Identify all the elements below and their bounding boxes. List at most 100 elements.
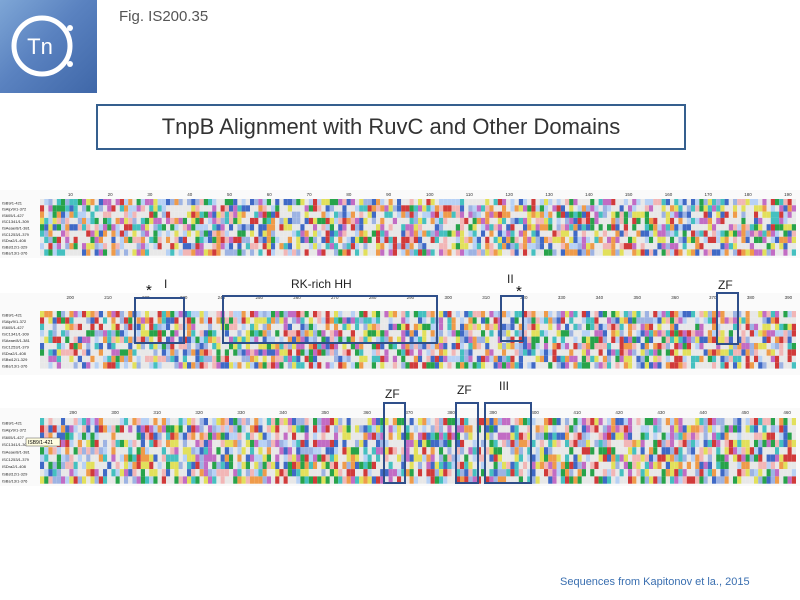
residue-cell: [157, 343, 162, 350]
residue-cell: [279, 224, 284, 231]
residue-cell: [577, 461, 582, 470]
residue-cell: [355, 447, 360, 455]
residue-cell: [502, 336, 507, 343]
residue-cell: [250, 211, 255, 218]
residue-cell: [464, 355, 469, 363]
residue-cell: [153, 355, 158, 363]
residue-cell: [77, 362, 82, 369]
residue-cell: [695, 432, 700, 440]
residue-cell: [124, 311, 129, 318]
residue-cell: [531, 199, 536, 206]
residue-cell: [287, 249, 292, 256]
residue-cell: [455, 249, 460, 256]
residue-cell: [754, 311, 759, 318]
residue-cell: [153, 317, 158, 324]
residue-cell: [720, 323, 725, 331]
residue-cell: [560, 236, 565, 244]
residue-cell: [367, 349, 372, 356]
residue-cell: [787, 439, 792, 448]
residue-cell: [619, 217, 624, 225]
residue-cell: [535, 343, 540, 350]
residue-cell: [216, 236, 221, 244]
residue-cell: [241, 243, 246, 250]
residue-cell: [661, 243, 666, 250]
residue-cell: [56, 336, 61, 343]
residue-cell: [224, 476, 229, 484]
residue-cell: [665, 249, 670, 256]
residue-cell: [544, 336, 549, 343]
residue-cell: [565, 323, 570, 331]
residue-cell: [674, 469, 679, 477]
residue-cell: [103, 224, 108, 231]
sequence-label: ISC1253/1-379: [2, 344, 30, 349]
residue-cell: [598, 199, 603, 206]
residue-cell: [758, 211, 763, 218]
ruler-tick: 120: [506, 192, 514, 197]
residue-cell: [145, 243, 150, 250]
residue-cell: [472, 236, 477, 244]
residue-cell: [212, 355, 217, 363]
residue-cell: [128, 349, 133, 356]
residue-cell: [447, 243, 452, 250]
residue-cell: [661, 330, 666, 337]
residue-cell: [254, 330, 259, 337]
residue-cell: [258, 330, 263, 337]
residue-cell: [460, 343, 465, 350]
residue-cell: [749, 343, 754, 350]
residue-cell: [161, 432, 166, 440]
residue-cell: [712, 362, 717, 369]
residue-cell: [401, 211, 406, 218]
residue-cell: [178, 205, 183, 212]
residue-cell: [187, 432, 192, 440]
residue-cell: [741, 199, 746, 206]
residue-cell: [296, 199, 301, 206]
residue-cell: [338, 476, 343, 484]
residue-cell: [94, 418, 99, 426]
residue-cell: [447, 469, 452, 477]
residue-cell: [539, 243, 544, 250]
residue-cell: [61, 362, 66, 369]
ruler-tick: 90: [386, 192, 392, 197]
residue-cell: [212, 432, 217, 440]
residue-cell: [556, 217, 561, 225]
residue-cell: [48, 336, 53, 343]
residue-cell: [611, 217, 616, 225]
residue-cell: [632, 469, 637, 477]
residue-cell: [124, 230, 129, 237]
residue-cell: [481, 205, 486, 212]
residue-cell: [292, 343, 297, 350]
residue-cell: [468, 476, 473, 484]
residue-cell: [447, 476, 452, 484]
residue-cell: [670, 311, 675, 318]
residue-cell: [468, 323, 473, 331]
residue-cell: [745, 217, 750, 225]
residue-cell: [107, 432, 112, 440]
residue-cell: [245, 447, 250, 455]
residue-cell: [359, 432, 364, 440]
residue-cell: [342, 336, 347, 343]
residue-cell: [52, 447, 57, 455]
residue-cell: [153, 362, 158, 369]
residue-cell: [560, 355, 565, 363]
residue-cell: [82, 243, 87, 250]
residue-cell: [250, 432, 255, 440]
residue-cell: [86, 476, 91, 484]
residue-cell: [317, 205, 322, 212]
residue-cell: [510, 476, 515, 484]
residue-cell: [317, 418, 322, 426]
residue-cell: [56, 476, 61, 484]
residue-cell: [329, 211, 334, 218]
residue-cell: [229, 249, 234, 256]
residue-cell: [195, 211, 200, 218]
residue-cell: [350, 432, 355, 440]
residue-cell: [237, 230, 242, 237]
residue-cell: [98, 362, 103, 369]
residue-cell: [749, 230, 754, 237]
residue-cell: [451, 343, 456, 350]
residue-cell: [245, 343, 250, 350]
residue-cell: [523, 230, 528, 237]
residue-cell: [590, 317, 595, 324]
residue-cell: [418, 454, 423, 462]
residue-cell: [191, 425, 196, 433]
residue-cell: [174, 418, 179, 426]
